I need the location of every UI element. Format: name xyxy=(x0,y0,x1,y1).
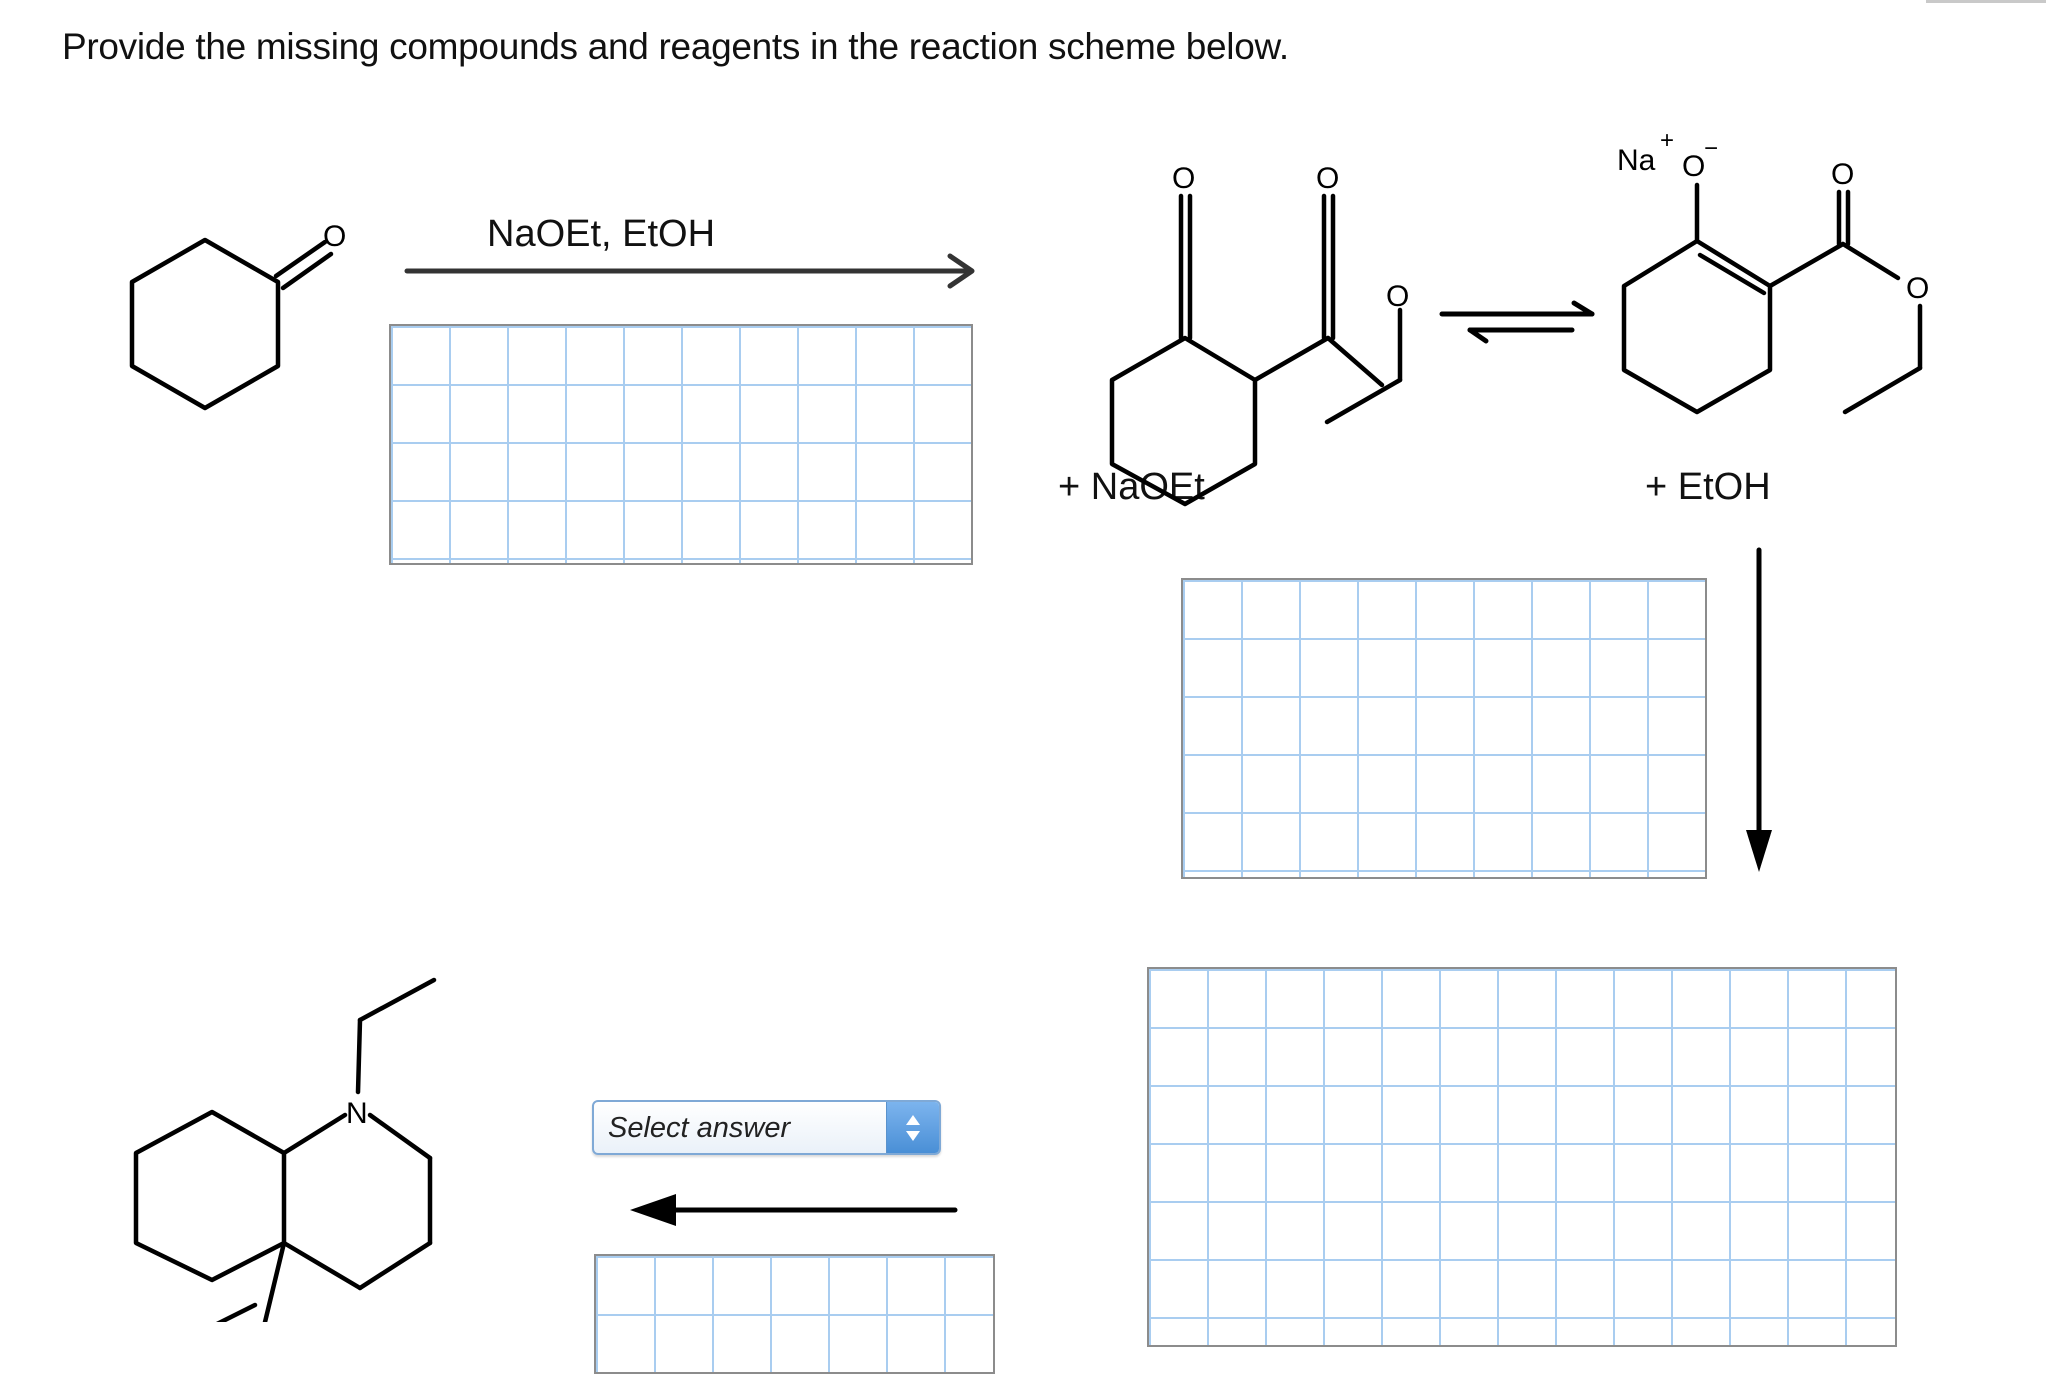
step1-arrow xyxy=(404,253,975,289)
carbocycle-ring xyxy=(133,1109,287,1283)
select-answer-placeholder: Select answer xyxy=(608,1112,791,1144)
top-divider xyxy=(1926,0,2046,3)
atom-oxygen: O xyxy=(1831,158,1854,191)
dropdown-toggle-button[interactable] xyxy=(886,1102,939,1153)
cyclohexanone-structure xyxy=(129,237,334,411)
atom-oxygen: O xyxy=(1316,162,1339,195)
final-product-structure xyxy=(133,977,437,1322)
step3-arrow xyxy=(1746,547,1772,872)
question-prompt: Provide the missing compounds and reagen… xyxy=(62,26,1289,67)
carbonyl-bond xyxy=(280,251,334,291)
atom-oxygen: O xyxy=(1906,272,1929,305)
keto-ester-ring xyxy=(1109,335,1258,507)
atom-oxygen: O xyxy=(1682,150,1705,183)
atom-charge-minus: − xyxy=(1704,135,1718,162)
atom-oxygen: O xyxy=(323,220,346,253)
enolate-coproduct-label: + EtOH xyxy=(1645,466,1771,508)
step4-arrow xyxy=(630,1194,958,1226)
answer-drawing-box-step3-reagent[interactable] xyxy=(1181,578,1707,879)
atom-oxygen: O xyxy=(1386,280,1409,313)
step1-reagent-label: NaOEt, EtOH xyxy=(487,213,716,255)
cyclohexane-ring xyxy=(129,237,281,411)
carbonyl-bond xyxy=(273,239,328,279)
up-down-arrows-icon xyxy=(906,1115,920,1141)
reaction-scheme-drawing: O O O O Na + O − O O N xyxy=(129,127,1929,1322)
enolate-ring xyxy=(1621,238,1773,415)
answer-drawing-box-step1-product[interactable] xyxy=(389,324,973,565)
enolate-structure xyxy=(1621,182,1923,415)
select-answer-dropdown[interactable]: Select answer xyxy=(592,1100,941,1155)
keto-ester-structure xyxy=(1109,193,1403,507)
answer-drawing-box-step3-product[interactable] xyxy=(1147,967,1897,1347)
atom-nitrogen: N xyxy=(346,1097,368,1130)
atom-charge-plus: + xyxy=(1660,127,1674,154)
atom-sodium: Na xyxy=(1617,144,1656,177)
equilibrium-arrows-icon xyxy=(1439,300,1595,344)
atom-oxygen: O xyxy=(1172,162,1195,195)
